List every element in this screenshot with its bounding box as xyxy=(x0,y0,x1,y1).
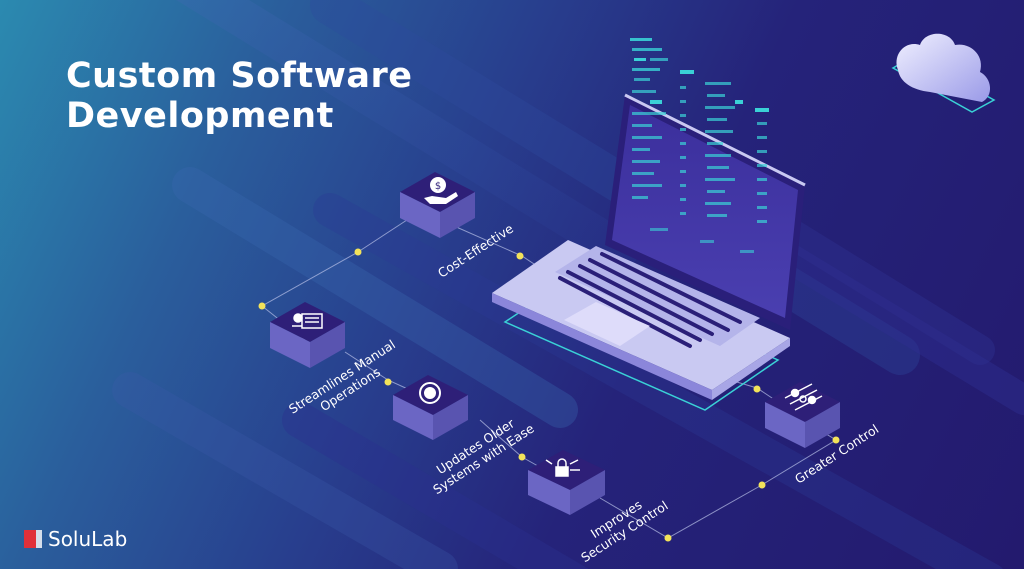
gear-refresh-icon xyxy=(419,382,441,404)
title-line-2: Development xyxy=(66,96,334,136)
code-lines xyxy=(630,38,769,253)
brand-name: SoluLab xyxy=(48,527,128,551)
block-streamlines xyxy=(270,302,345,368)
title-line-1: Custom Software xyxy=(66,56,413,96)
lock-circuit-icon xyxy=(545,458,580,477)
page-title: Custom Software Development xyxy=(66,56,413,136)
block-security xyxy=(528,450,605,515)
laptop-screen xyxy=(605,93,806,330)
money-hand-icon: $ xyxy=(424,177,458,204)
connector-dots xyxy=(258,248,840,542)
laptop-base xyxy=(492,240,790,400)
cloud-icon xyxy=(891,33,996,113)
svg-text:$: $ xyxy=(435,181,441,192)
document-gear-icon xyxy=(292,313,323,329)
block-greater-control xyxy=(765,382,840,448)
block-updates xyxy=(393,375,468,440)
solulab-mark-icon xyxy=(24,530,42,548)
brand-logo: SoluLab xyxy=(24,527,127,551)
sliders-icon xyxy=(784,383,823,411)
